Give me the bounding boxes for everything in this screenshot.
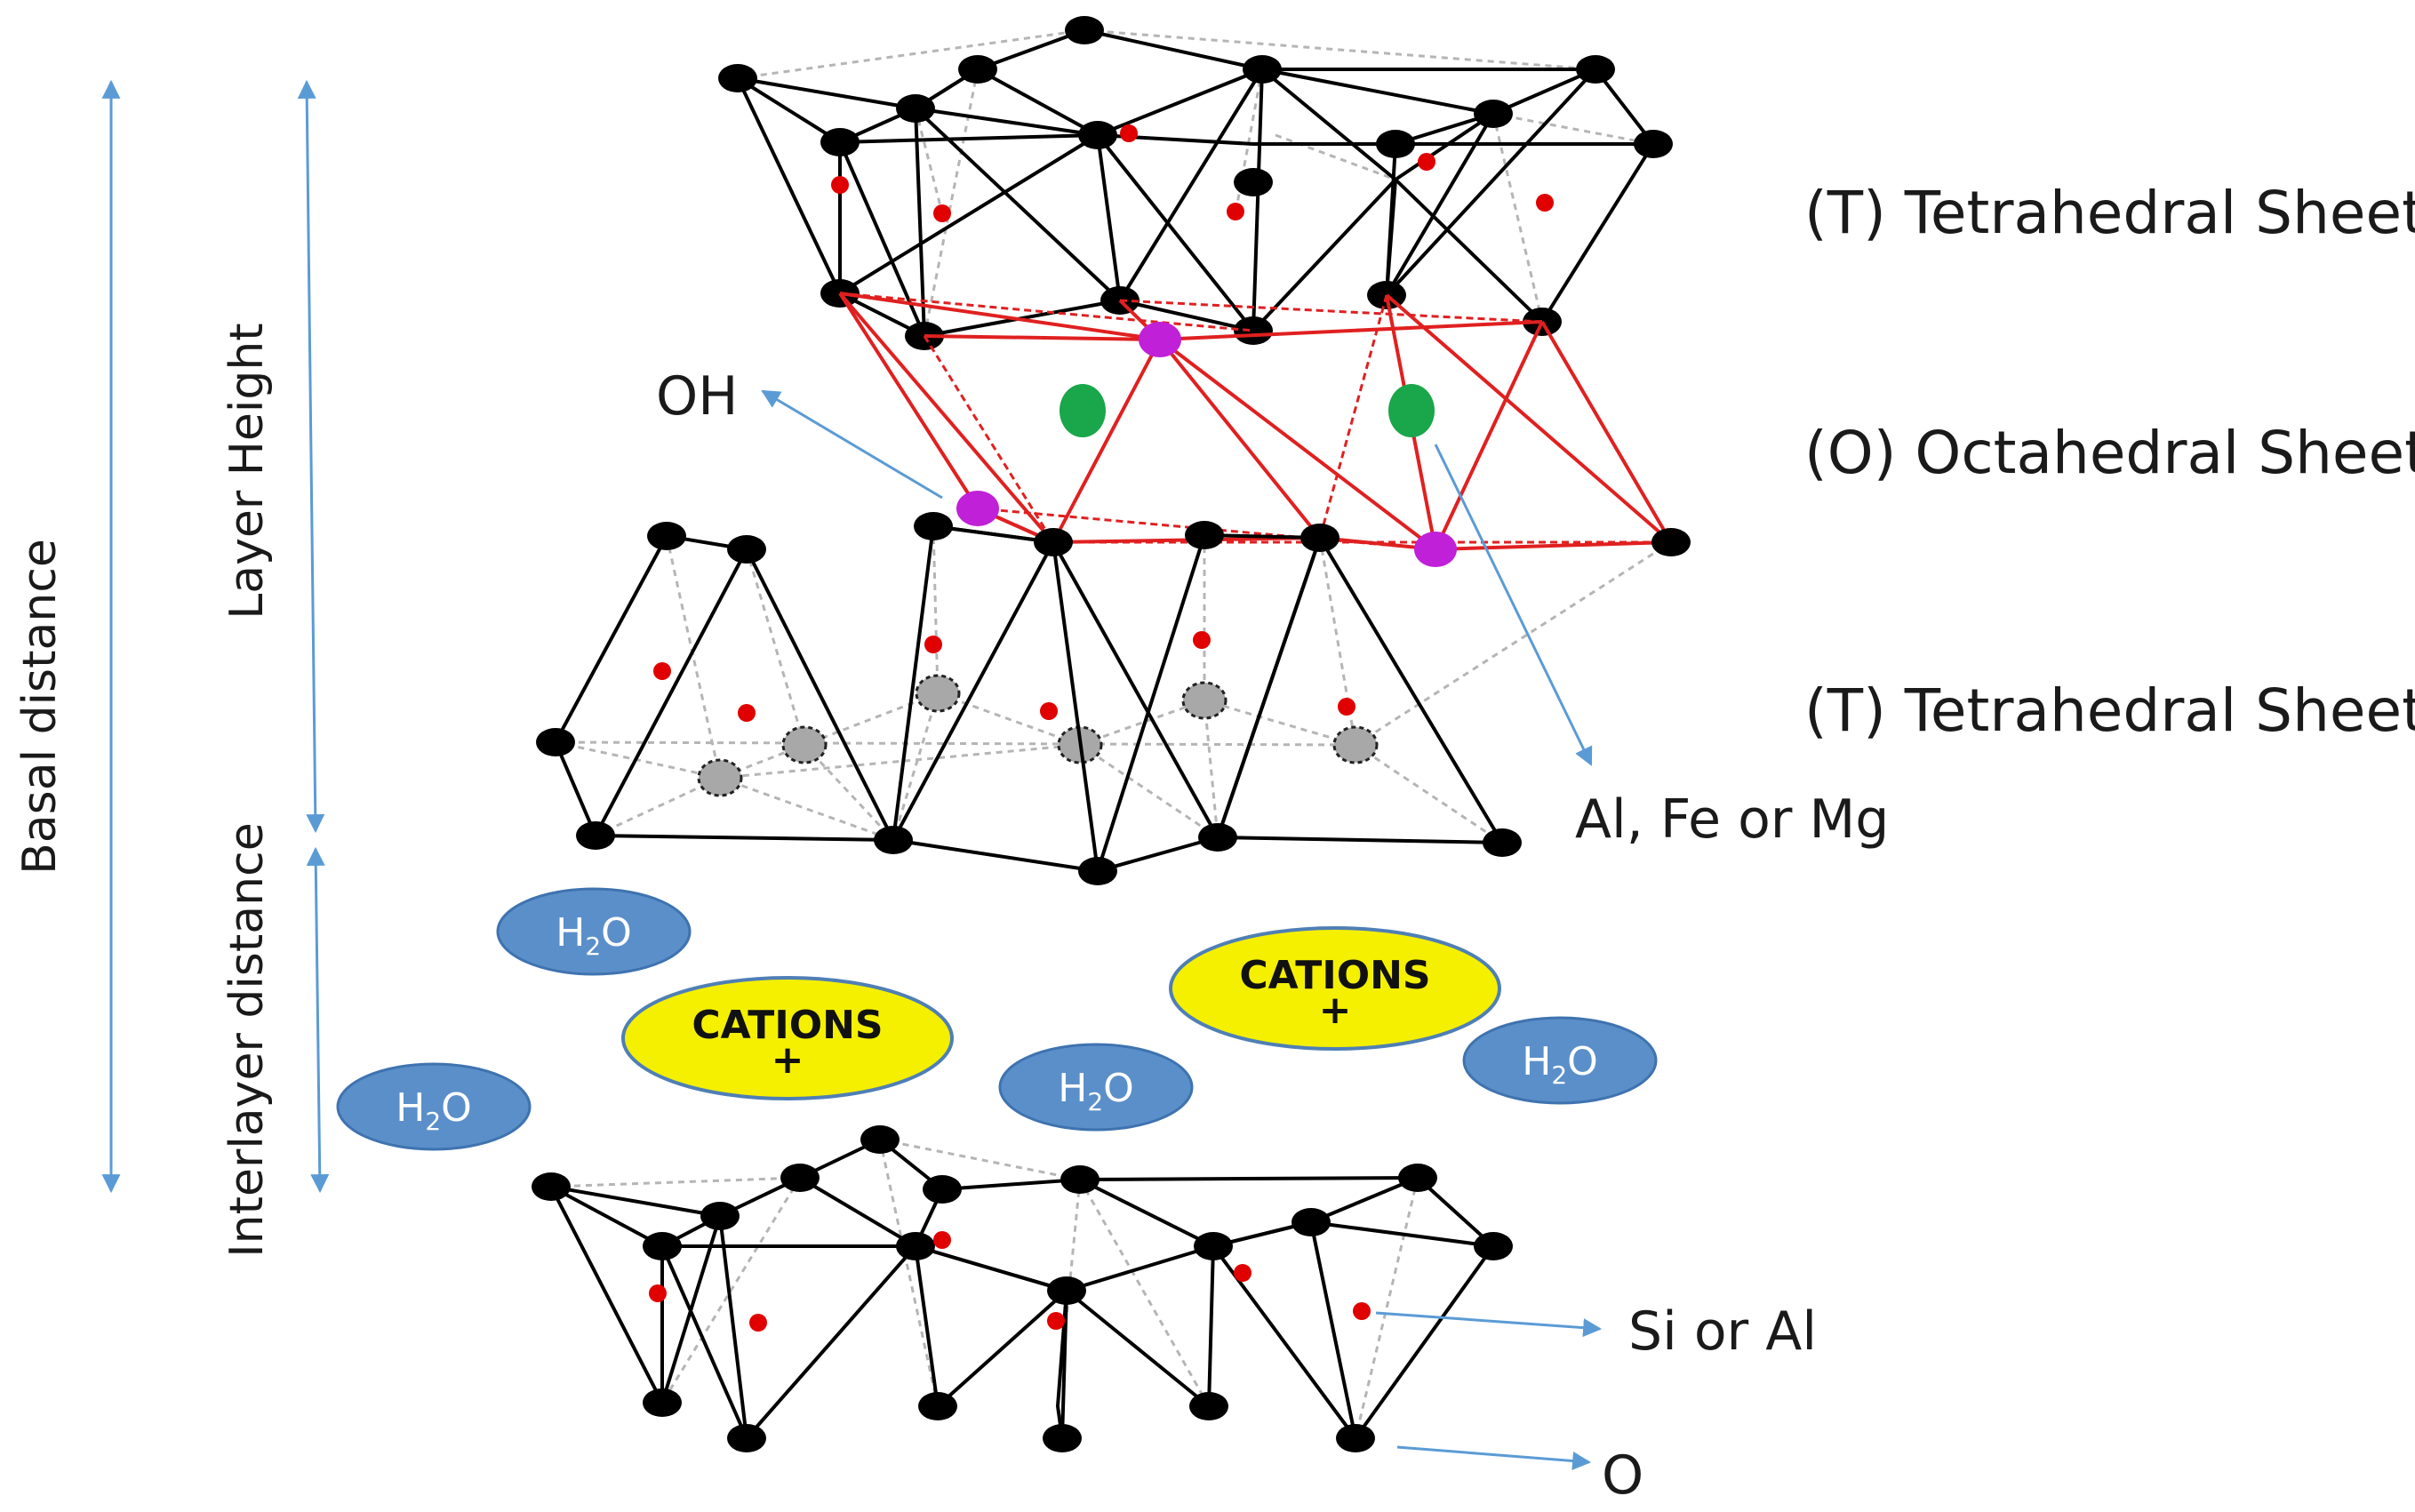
bottom-oxygen-atoms [532,1125,1513,1452]
basal-vacancies [697,674,1379,797]
top-tetrahedral-sheet-label: (T) Tetrahedral Sheet [1804,179,2415,247]
bottom-tetrahedral-sheet [532,1125,1513,1452]
cations-ellipse: CATIONS + [621,976,954,1100]
water-molecule: H2O [1462,1016,1658,1105]
water-molecule: H2O [998,1043,1194,1132]
oh-label: OH [656,365,738,428]
al-fe-mg-label: Al, Fe or Mg [1575,788,1889,851]
interlayer-distance-label: Interlayer distance [220,822,274,1257]
interlayer-space: H2O H2O H2O H2O CATIONS + CATIONS + [336,887,1658,1151]
svg-text:+: + [772,1037,804,1083]
hydroxyl-groups [956,322,1457,567]
water-molecule: H2O [496,887,692,976]
svg-text:H2O: H2O [556,910,632,961]
layer-height-arrow [297,79,325,834]
octahedral-sheet [838,292,1673,567]
al-fe-mg-pointer-arrow [1434,444,1593,766]
si-or-al-label: Si or Al [1628,1300,1817,1363]
middle-tetrahedral-sheet [536,512,1691,885]
svg-text:CATIONS: CATIONS [1239,953,1430,998]
top-oxygen-atoms [718,16,1673,350]
interlayer-distance-arrow [306,846,330,1194]
svg-text:H2O: H2O [1522,1039,1598,1090]
basal-distance-label: Basal distance [13,539,67,875]
dimension-arrows [101,79,330,1194]
svg-text:CATIONS: CATIONS [692,1003,883,1048]
oh-pointer-arrow [761,389,943,500]
top-tetrahedral-sheet [718,16,1673,350]
cations-ellipse: CATIONS + [1169,926,1501,1051]
octahedral-sheet-label: (O) Octahedral Sheet [1804,419,2415,487]
o-pointer-arrow [1396,1445,1592,1470]
o-label: O [1602,1444,1643,1507]
octahedral-cations [1060,384,1435,437]
svg-text:H2O: H2O [396,1085,472,1136]
svg-text:H2O: H2O [1058,1066,1134,1116]
bottom-silicon-atoms [649,1231,1371,1332]
top-silicon-atoms [831,124,1554,222]
middle-silicon-atoms [653,631,1355,722]
middle-oxygen-atoms [536,512,1691,885]
pointer-arrows [761,389,1603,1470]
si-or-al-pointer-arrow [1375,1311,1603,1338]
water-molecule: H2O [336,1062,532,1151]
bottom-tetrahedral-sheet-label: (T) Tetrahedral Sheet [1804,676,2415,745]
layer-height-label: Layer Height [220,323,274,619]
svg-text:+: + [1319,988,1352,1033]
